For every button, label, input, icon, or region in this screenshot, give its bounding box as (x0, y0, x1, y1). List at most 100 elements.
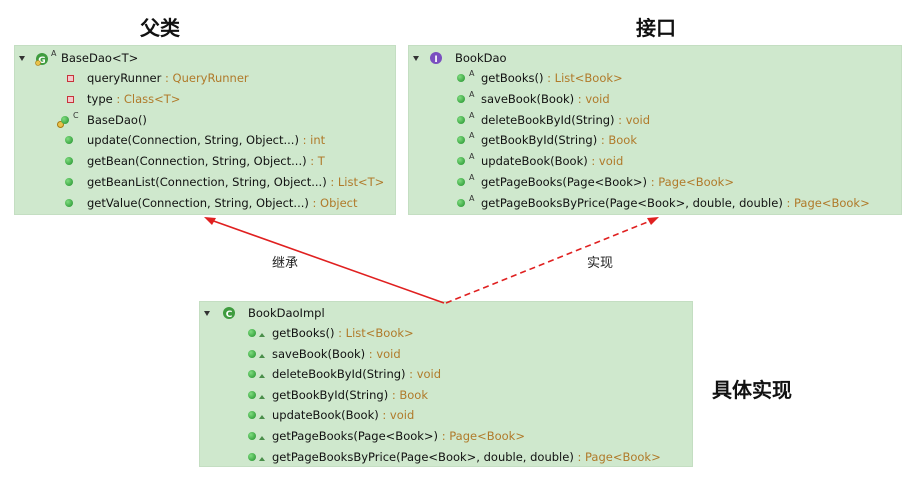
inheritance-arrowhead (204, 217, 216, 225)
private-field-icon (67, 75, 74, 82)
abstract-marker: A (469, 152, 475, 162)
public-method-icon (248, 452, 256, 461)
member-text: getPageBooksByPrice(Page<Book>, double, … (272, 447, 661, 467)
member-signature: getBooks() (481, 71, 544, 85)
expand-triangle-icon[interactable] (204, 311, 210, 316)
parent-class-heading: 父类 (140, 16, 180, 40)
impl-method-row[interactable]: saveBook(Book) : void (200, 344, 690, 364)
member-text: saveBook(Book) : void (481, 89, 610, 109)
public-method-icon (457, 74, 465, 82)
book-dao-impl-header[interactable]: C BookDaoImpl (200, 303, 690, 323)
svg-text:I: I (434, 55, 437, 65)
implement-label: 实现 (587, 256, 614, 271)
member-return-type: : Book (597, 133, 637, 148)
impl-method-row[interactable]: deleteBookById(String) : void (200, 364, 690, 384)
member-signature: getPageBooks(Page<Book>) (272, 429, 439, 443)
member-signature: getBean(Connection, String, Object...) (87, 154, 307, 169)
base-dao-member-row[interactable]: getBeanList(Connection, String, Object..… (15, 172, 395, 192)
member-return-type: : Book (388, 387, 428, 402)
public-method-icon (457, 198, 465, 207)
abstract-marker: A (469, 89, 475, 99)
public-method-icon (457, 94, 465, 103)
base-dao-class-name: BaseDao<T> (61, 51, 139, 65)
interface-icon: I (430, 52, 442, 65)
override-triangle-icon (259, 353, 265, 358)
book-dao-header[interactable]: I BookDao (409, 48, 899, 68)
base-dao-member-row[interactable]: type : Class<T> (15, 89, 395, 109)
member-signature: getBooks() (272, 326, 335, 340)
member-signature: deleteBookById(String) (481, 112, 615, 127)
base-dao-member-row[interactable]: getBean(Connection, String, Object...) :… (15, 151, 395, 171)
member-text: getPageBooksByPrice(Page<Book>, double, … (481, 193, 870, 213)
base-dao-member-row[interactable]: queryRunner : QueryRunner (15, 68, 395, 88)
member-text: getBooks() : List<Book> (272, 323, 414, 343)
member-text: getPageBooks(Page<Book>) : Page<Book> (272, 426, 525, 446)
member-signature: updateBook(Book) (272, 408, 379, 423)
public-method-icon (65, 198, 73, 207)
base-dao-member-row[interactable]: getValue(Connection, String, Object...) … (15, 193, 395, 213)
member-return-type: : int (298, 133, 326, 148)
public-method-icon (457, 178, 465, 186)
constructor-marker: C (73, 110, 79, 120)
member-text: getBooks() : List<Book> (481, 68, 623, 88)
member-signature: getBeanList(Connection, String, Object..… (87, 175, 327, 189)
inheritance-arrow (207, 218, 445, 304)
svg-text:C: C (226, 310, 233, 320)
member-text: getBean(Connection, String, Object...) :… (87, 151, 325, 171)
member-return-type: : List<Book> (543, 71, 623, 85)
member-return-type: : Page<Book> (647, 175, 734, 189)
member-text: updateBook(Book) : void (272, 405, 414, 425)
impl-method-row[interactable]: updateBook(Book) : void (200, 405, 690, 425)
public-method-icon (248, 432, 256, 440)
base-dao-header[interactable]: G A BaseDao<T> (15, 48, 395, 68)
member-text: getPageBooks(Page<Book>) : Page<Book> (481, 172, 734, 192)
impl-method-row[interactable]: getBooks() : List<Book> (200, 323, 690, 343)
member-return-type: : QueryRunner (161, 71, 249, 85)
book-dao-impl-class-name: BookDaoImpl (248, 306, 325, 320)
abstract-marker: A (469, 69, 475, 78)
member-signature: BaseDao() (87, 112, 147, 127)
member-signature: update(Connection, String, Object...) (87, 133, 299, 148)
member-text: deleteBookById(String) : void (272, 364, 441, 384)
expand-triangle-icon[interactable] (19, 56, 25, 61)
member-text: getBookById(String) : Book (481, 130, 637, 150)
impl-method-row[interactable]: getPageBooks(Page<Book>) : Page<Book> (200, 426, 690, 446)
member-text: deleteBookById(String) : void (481, 110, 650, 130)
abstract-marker: A (469, 131, 475, 141)
member-text: queryRunner : QueryRunner (87, 68, 249, 88)
svg-text:G: G (38, 56, 45, 66)
implementation-arrow (445, 218, 656, 304)
member-signature: getPageBooks(Page<Book>) (481, 175, 648, 189)
public-method-icon (65, 136, 73, 145)
base-dao-member-row[interactable]: C BaseDao() (15, 110, 395, 130)
override-triangle-icon (259, 436, 265, 440)
member-signature: getBookById(String) (272, 387, 389, 402)
member-text: BaseDao() (87, 110, 147, 130)
implementation-heading: 具体实现 (712, 378, 792, 402)
base-dao-member-row[interactable]: update(Connection, String, Object...) : … (15, 130, 395, 150)
public-method-icon (65, 157, 73, 166)
member-text: updateBook(Book) : void (481, 151, 623, 171)
expand-triangle-icon[interactable] (413, 56, 419, 61)
abstract-marker: A (51, 49, 57, 58)
public-method-icon (248, 329, 256, 337)
public-method-icon (65, 178, 73, 186)
abstract-class-icon: G (35, 53, 48, 66)
class-icon: C (223, 307, 235, 320)
impl-method-row[interactable]: getPageBooksByPrice(Page<Book>, double, … (200, 447, 690, 467)
member-signature: updateBook(Book) (481, 154, 588, 169)
private-field-icon (67, 95, 74, 103)
member-return-type: : Class<T> (112, 91, 181, 106)
member-signature: saveBook(Book) (272, 346, 366, 361)
impl-method-row[interactable]: getBookById(String) : Book (200, 385, 690, 405)
member-signature: deleteBookById(String) (272, 367, 406, 382)
override-triangle-icon (259, 333, 265, 337)
